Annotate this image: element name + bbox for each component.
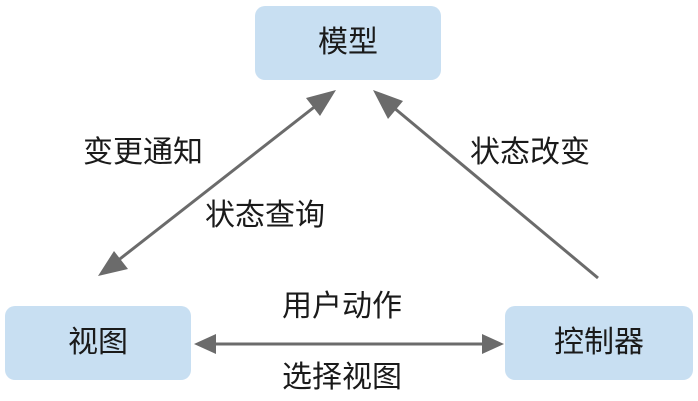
node-model: 模型 [255, 6, 441, 80]
edge-label-user-action: 用户动作 [282, 289, 402, 324]
arrow-view-controller [194, 334, 504, 354]
arrowhead-to-view [98, 251, 128, 276]
arrow-view-model [98, 90, 336, 276]
edge-label-state-change: 状态改变 [470, 135, 590, 170]
edge-label-change-notify: 变更通知 [83, 135, 203, 170]
edge-label-state-query: 状态查询 [205, 198, 325, 233]
arrowhead-to-model [306, 90, 336, 116]
arrowhead-to-model-from-controller [373, 90, 403, 119]
arrow-controller-model [373, 90, 599, 280]
node-view: 视图 [5, 306, 191, 380]
arrowhead-to-controller [482, 334, 504, 354]
node-controller: 控制器 [505, 306, 693, 380]
edge-label-select-view: 选择视图 [282, 360, 402, 395]
arrowhead-to-view-horizontal [194, 334, 216, 354]
